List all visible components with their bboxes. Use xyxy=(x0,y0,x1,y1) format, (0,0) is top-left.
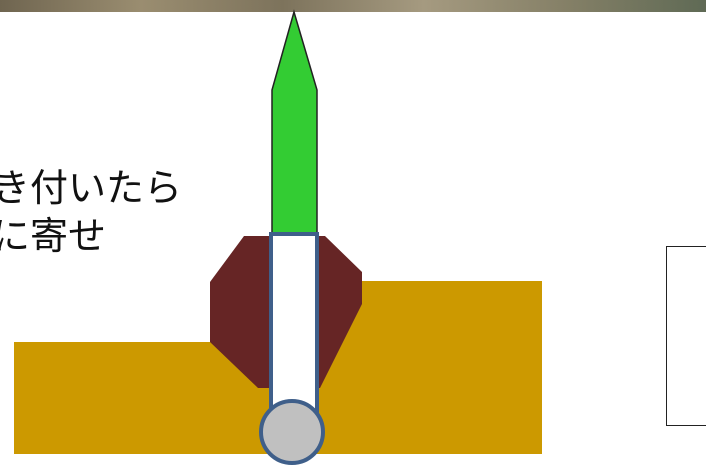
electrode-ball-end xyxy=(261,401,323,463)
electrode-body xyxy=(271,234,317,422)
caption-line-1: き付いたら xyxy=(0,166,182,210)
side-text-box xyxy=(666,246,706,426)
electrode-tip xyxy=(272,12,317,234)
caption-line-2: に寄せ xyxy=(0,214,106,258)
